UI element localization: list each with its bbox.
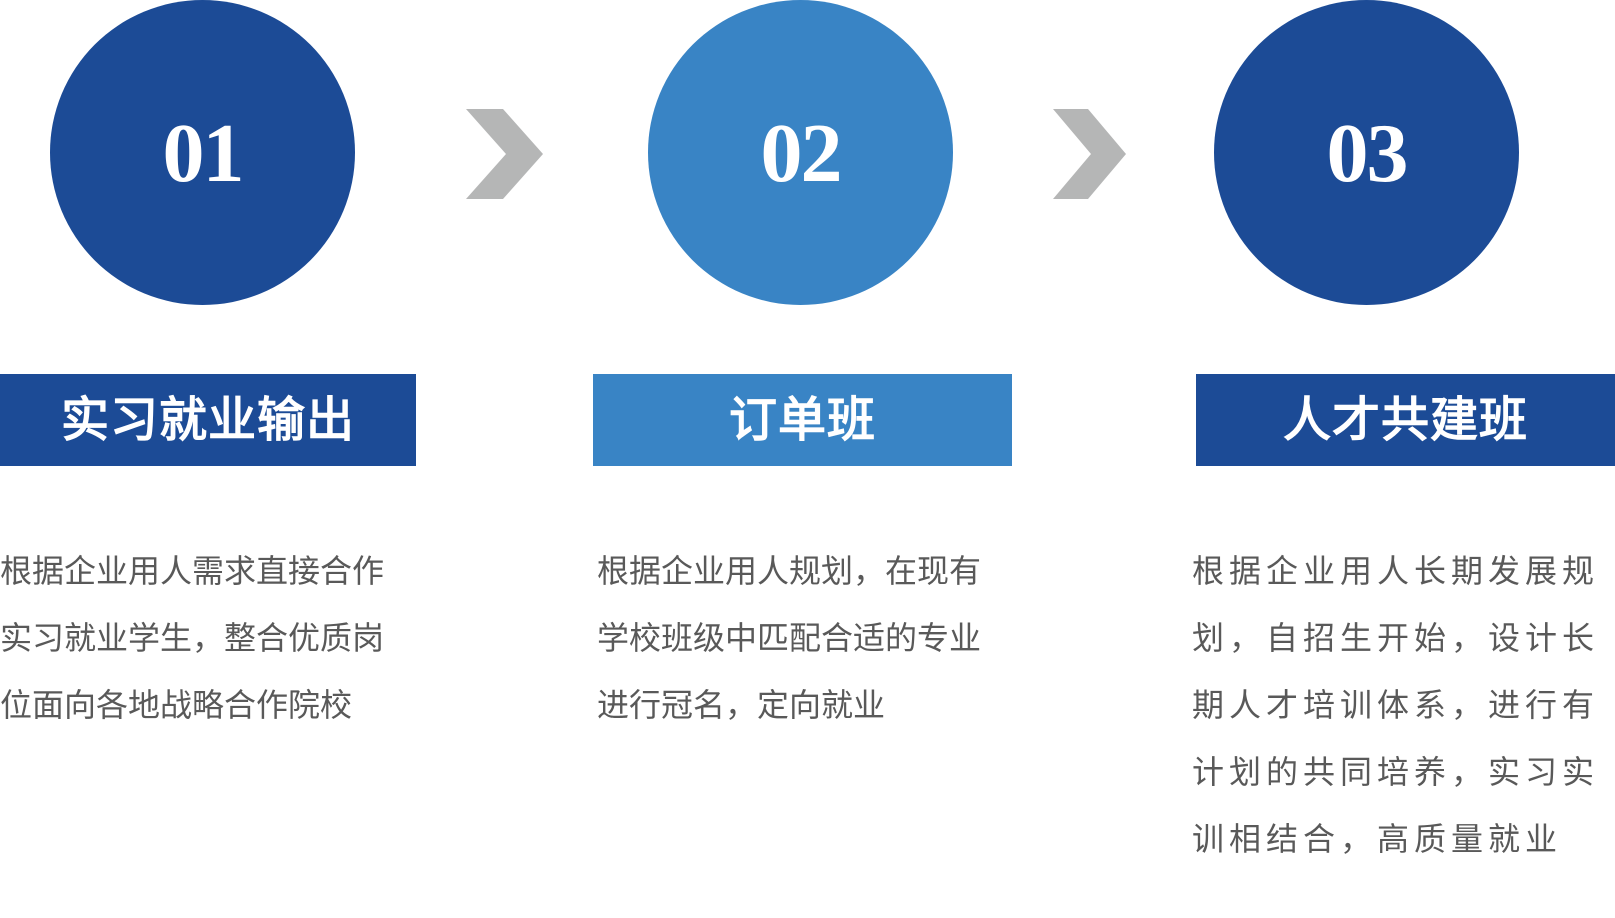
step-3-description: 根据企业用人长期发展规 划，自招生开始，设计长 期人才培训体系，进行有 计划的共…	[1192, 538, 1599, 873]
step-1-description-line: 根据企业用人需求直接合作	[0, 552, 385, 590]
step-2-title-bar: 订单班	[593, 374, 1012, 466]
step-3-description-line: 训相结合，高质量就业	[1192, 820, 1563, 858]
chevron-right-icon	[1053, 109, 1126, 199]
step-2-title: 订单班	[728, 392, 876, 448]
step-1-title-bar: 实习就业输出	[0, 374, 416, 466]
step-2-number: 02	[760, 106, 843, 200]
chevron-right-icon	[466, 109, 543, 199]
step-2-description: 根据企业用人规划，在现有 学校班级中匹配合适的专业 进行冠名，定向就业	[597, 538, 981, 739]
step-3-description-line: 计划的共同培养，实习实	[1192, 753, 1600, 791]
step-2-description-line: 学校班级中匹配合适的专业	[597, 619, 982, 657]
step-1-circle: 01	[50, 0, 355, 305]
step-3-number: 03	[1326, 106, 1409, 200]
step-3-description-line: 根据企业用人长期发展规	[1192, 552, 1600, 590]
step-1-number: 01	[162, 106, 245, 200]
step-3-circle: 03	[1214, 0, 1519, 305]
step-1-description-line: 实习就业学生，整合优质岗	[0, 619, 385, 657]
step-1-description-line: 位面向各地战略合作院校	[0, 686, 353, 724]
step-3-description-line: 期人才培训体系，进行有	[1192, 686, 1600, 724]
step-2-description-line: 根据企业用人规划，在现有	[597, 552, 982, 590]
step-3-title: 人才共建班	[1282, 392, 1528, 448]
step-3-description-line: 划，自招生开始，设计长	[1192, 619, 1600, 657]
step-1-title: 实习就业输出	[60, 392, 355, 448]
step-3-title-bar: 人才共建班	[1196, 374, 1615, 466]
step-2-description-line: 进行冠名，定向就业	[597, 686, 886, 724]
step-1-description: 根据企业用人需求直接合作 实习就业学生，整合优质岗 位面向各地战略合作院校	[0, 538, 384, 739]
step-2-circle: 02	[648, 0, 953, 305]
